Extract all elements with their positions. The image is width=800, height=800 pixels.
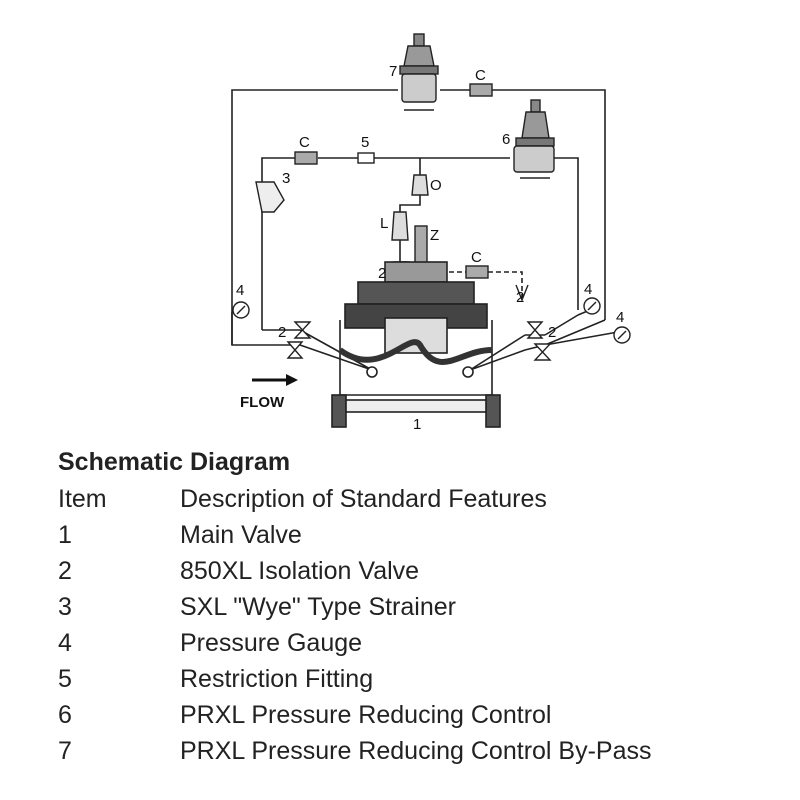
legend-item-description: PRXL Pressure Reducing Control	[180, 701, 552, 729]
pressure-gauge-left-icon	[232, 301, 250, 319]
pressure-gauge-far-right-icon	[613, 326, 631, 344]
legend-item-number: 7	[58, 737, 72, 765]
label-closing-speed-right: C	[471, 249, 482, 266]
inlet-tap-lines	[299, 329, 373, 371]
main-valve-icon	[331, 261, 501, 428]
legend-item-description: Main Valve	[180, 521, 302, 549]
legend-row: 5 Restriction Fitting	[58, 661, 778, 697]
closing-speed-control-mid-icon	[294, 151, 318, 165]
label-option-z: Z	[430, 227, 439, 244]
label-gauge-left: 4	[236, 282, 244, 299]
closing-speed-control-icon	[469, 83, 493, 97]
legend-row: 4 Pressure Gauge	[58, 625, 778, 661]
legend-item-description: PRXL Pressure Reducing Control By-Pass	[180, 737, 652, 765]
legend-row: 3 SXL "Wye" Type Strainer	[58, 589, 778, 625]
legend-title: Schematic Diagram	[58, 448, 291, 476]
option-l-icon	[391, 211, 409, 241]
legend-item-description: SXL "Wye" Type Strainer	[180, 593, 456, 621]
prxl-control-pilot-icon	[513, 99, 555, 179]
restriction-fitting-icon	[357, 152, 375, 164]
check-valve-right-icon	[515, 284, 529, 302]
isolation-valves-left-icon	[286, 321, 312, 359]
label-main-valve: 1	[413, 416, 421, 433]
legend-item-number: 1	[58, 521, 72, 549]
label-restriction: 5	[361, 134, 369, 151]
label-strainer: 3	[282, 170, 290, 187]
flow-arrow-icon	[252, 374, 298, 386]
legend-item-number: 5	[58, 665, 72, 693]
pressure-gauge-right-icon	[583, 297, 601, 315]
option-z-indicator-icon	[414, 225, 428, 267]
bypass-pipe-outer	[231, 89, 606, 345]
label-prxl-bypass: 7	[389, 63, 397, 80]
label-gauge-right: 4	[584, 281, 592, 298]
label-closing-speed-top: C	[475, 67, 486, 84]
closing-speed-control-right-icon	[465, 265, 489, 279]
legend-item-description: 850XL Isolation Valve	[180, 557, 420, 585]
outlet-tap-lines	[469, 334, 546, 371]
label-isolation-right: 2	[548, 324, 556, 341]
wye-strainer-icon	[255, 181, 285, 213]
legend-row: 2 850XL Isolation Valve	[58, 553, 778, 589]
prxl-bypass-pilot-icon	[399, 33, 439, 111]
legend-item-number: 6	[58, 701, 72, 729]
schematic-diagram: 1 2 2 2 2 3 4 4 4 5 6 7 C C C O L Z FLOW	[231, 33, 631, 433]
legend-item-number: 3	[58, 593, 72, 621]
label-gauge-far-right: 4	[616, 309, 624, 326]
legend-row: 6 PRXL Pressure Reducing Control	[58, 697, 778, 733]
label-isolation-left: 2	[278, 324, 286, 341]
legend-header-row: Item Description of Standard Features	[58, 481, 778, 517]
legend-header-description: Description of Standard Features	[180, 485, 547, 513]
label-prxl-control: 6	[502, 131, 510, 148]
label-option-o: O	[430, 177, 442, 194]
control-pipe-inner	[261, 157, 579, 330]
label-flow: FLOW	[240, 394, 285, 411]
option-o-check-icon	[411, 174, 429, 196]
label-isolation-center: 2	[378, 265, 386, 282]
legend-item-description: Pressure Gauge	[180, 629, 363, 657]
isolation-valves-right-icon	[526, 321, 552, 361]
legend-item-number: 2	[58, 557, 72, 585]
legend: Schematic Diagram Item Description of St…	[58, 448, 778, 769]
legend-row: 1 Main Valve	[58, 517, 778, 553]
label-option-l: L	[380, 215, 388, 232]
legend-row: 7 PRXL Pressure Reducing Control By-Pass	[58, 733, 778, 769]
legend-item-description: Restriction Fitting	[180, 665, 374, 693]
gauge-lines	[231, 309, 619, 346]
legend-item-number: 4	[58, 629, 72, 657]
legend-header-item: Item	[58, 485, 107, 513]
label-isolation-upper-right: 2	[516, 289, 524, 306]
label-closing-speed-mid: C	[299, 134, 310, 151]
